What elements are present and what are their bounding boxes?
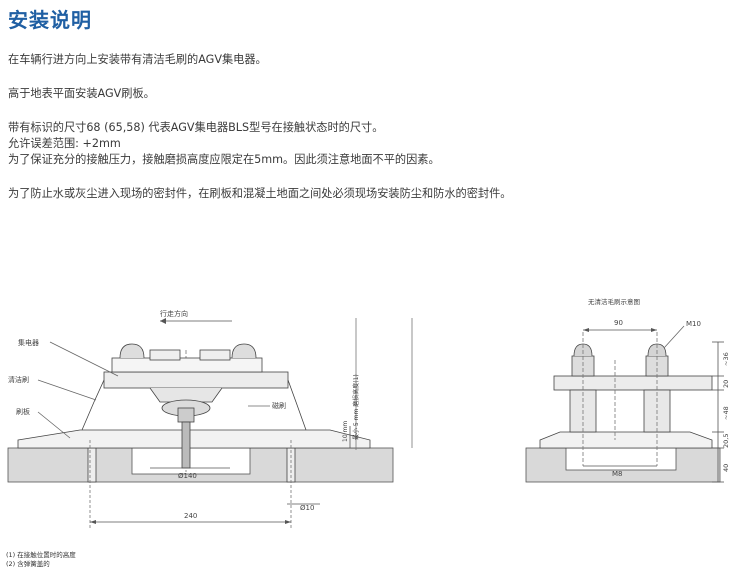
instruction-paragraph-3: 带有标识的尺寸68 (65,58) 代表AGV集电器BLS型号在接触状态时的尺寸… — [8, 120, 440, 168]
label-collector: 集电器 — [18, 338, 39, 347]
instruction-line-wear: 为了保证充分的接触压力，接触磨损高度应限定在5mm。因此须注意地面不平的因素。 — [8, 153, 440, 166]
dim-240: 240 — [184, 512, 197, 520]
instruction-line-tolerance: 允许误差范围: +2mm — [8, 137, 121, 150]
instruction-paragraph-seal: 为了防止水或灰尘进入现场的密封件，在刷板和混凝土地面之间处必须现场安装防尘和防水… — [8, 187, 512, 200]
dim-10mm: 10 mm — [342, 421, 349, 442]
footnote-2: (2) 含弹簧盖的 — [6, 560, 50, 568]
installation-diagram: 行走方向 集电器 清洁刷 刷板 磁刷 Ø140 240 Ø10 10 mm 最小… — [7, 297, 730, 530]
instruction-line-size: 带有标识的尺寸68 (65,58) 代表AGV集电器BLS型号在接触状态时的尺寸… — [8, 121, 384, 134]
dim-20: 20 — [722, 380, 730, 388]
dim-wear-height: 最小 5 mm 磨损高度(1) — [352, 374, 360, 440]
dim-40: 40 — [722, 464, 730, 472]
right-figure-caption: 无清洁毛刷示意图 — [588, 297, 640, 306]
page-title: 安装说明 — [8, 8, 92, 32]
instruction-paragraph-1: 在车辆行进方向上安装带有清洁毛刷的AGV集电器。 — [8, 53, 267, 66]
collector-body — [103, 371, 289, 389]
footnote-1: (1) 在接触位置时的高度 — [6, 551, 76, 559]
label-brush-plate: 刷板 — [16, 407, 30, 416]
collector-frame-right — [553, 375, 713, 391]
label-magnet-brush: 磁刷 — [272, 401, 286, 410]
direction-label: 行走方向 — [160, 309, 188, 318]
label-cleaning-brush: 清洁刷 — [8, 375, 29, 384]
instruction-paragraph-2: 高于地表平面安装AGV刷板。 — [8, 87, 155, 100]
brush-plate — [17, 429, 371, 449]
dim-m8: M8 — [612, 470, 623, 478]
dim-phi140: Ø140 — [178, 472, 197, 480]
dim-36: ~36 — [722, 352, 730, 366]
ground-slot — [131, 447, 251, 475]
dim-20-5: 20,5 — [722, 434, 730, 448]
dim-90: 90 — [614, 319, 623, 327]
dim-phi10: Ø10 — [300, 504, 314, 512]
dim-m10: M10 — [686, 320, 701, 328]
dim-48: ~48 — [722, 406, 730, 420]
